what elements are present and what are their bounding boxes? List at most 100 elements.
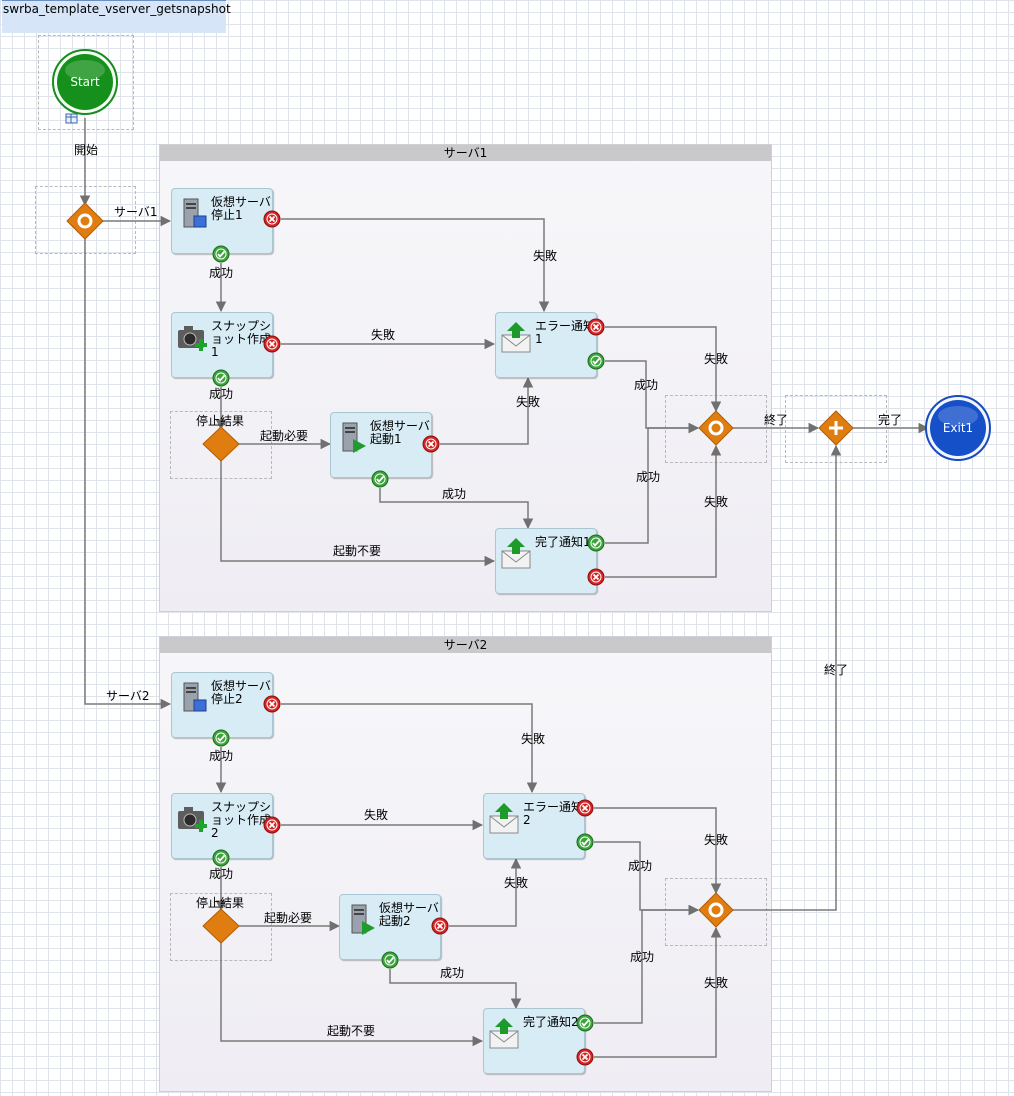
merge-gateway1 (698, 410, 734, 446)
success-port-icon (212, 849, 230, 867)
lane-server1-header: サーバ1 (160, 145, 771, 161)
merge-gateway2 (698, 892, 734, 928)
edge-label-l1-err-ok: 成功 (634, 378, 659, 392)
edge-label-l2-stop-fail: 失敗 (521, 732, 546, 746)
edge-l2-done-fail (594, 926, 722, 1058)
edge-label-l2-start-ok: 成功 (440, 966, 465, 980)
edge-l2-stop-fail (281, 703, 538, 794)
task-snapshot2[interactable]: スナップショット作成2 (171, 793, 273, 859)
edge-label-l2-err-fail: 失敗 (704, 833, 729, 847)
failure-port-icon (587, 318, 605, 336)
edge-l2-end (733, 444, 842, 911)
success-port-icon (576, 833, 594, 851)
failure-port-icon (263, 695, 281, 713)
task-label: スナップショット作成2 (211, 800, 272, 840)
edge-label-l2-snap-ok: 成功 (209, 867, 234, 881)
server-stop-icon (183, 682, 207, 712)
edge-l1-no-start (220, 461, 496, 567)
camera-add-icon (178, 807, 207, 832)
start-node-frame (38, 35, 134, 130)
success-port-icon (371, 470, 389, 488)
edge-l1-stop-fail (281, 218, 550, 313)
edge-l1-done-fail (605, 444, 722, 578)
edge-l1-err-fail (605, 326, 722, 413)
task-stop-server2[interactable]: 仮想サーバ停止2 (171, 672, 273, 738)
server-start-icon (342, 422, 366, 453)
edge-l1-done-ok (605, 422, 700, 544)
task-start-server2[interactable]: 仮想サーバ起動2 (339, 894, 441, 960)
task-label: 完了通知2 (523, 1015, 579, 1029)
diagram-title-bar: swrba_template_vserver_getsnapshot (2, 0, 231, 33)
decision1-label: 停止結果 (196, 414, 245, 428)
start-node-label[interactable]: Start (70, 75, 100, 89)
task-snapshot1[interactable]: スナップショット作成1 (171, 312, 273, 378)
failure-port-icon (263, 210, 281, 228)
server-start-icon (351, 904, 375, 935)
server-stop-icon (183, 198, 207, 228)
edge-label-complete: 完了 (878, 413, 903, 427)
edge-label-l1-done-ok: 成功 (636, 470, 661, 484)
edge-label-to-lane2: サーバ2 (106, 689, 150, 703)
edge-label-l2-err-ok: 成功 (628, 859, 653, 873)
success-port-icon (576, 1014, 594, 1032)
edge-label-l2-need-start: 起動必要 (264, 911, 313, 925)
failure-port-icon (431, 917, 449, 935)
task-label: 仮想サーバ停止2 (211, 679, 271, 706)
mail-send-icon (489, 803, 519, 834)
success-port-icon (587, 352, 605, 370)
decision2-gateway (202, 908, 240, 944)
exit-node-label[interactable]: Exit1 (942, 421, 974, 435)
edge-to-lane2 (84, 238, 172, 710)
mail-send-icon (501, 322, 531, 353)
edge-l2-start-fail (449, 857, 522, 927)
task-label: エラー通知2 (523, 800, 584, 827)
edge-label-l1-stop-ok: 成功 (209, 266, 234, 280)
task-label: 仮想サーバ起動2 (379, 901, 439, 928)
edge-label-to-lane1: サーバ1 (114, 205, 158, 219)
failure-port-icon (263, 816, 281, 834)
edge-label-l1-end: 終了 (764, 413, 789, 427)
task-error-notify2[interactable]: エラー通知2 (483, 793, 585, 859)
camera-add-icon (178, 326, 207, 351)
task-complete-notify1[interactable]: 完了通知1 (495, 528, 597, 594)
task-complete-notify2[interactable]: 完了通知2 (483, 1008, 585, 1074)
edge-label-l1-done-fail: 失敗 (704, 495, 729, 509)
edge-l1-start-ok (379, 488, 534, 530)
failure-port-icon (576, 1048, 594, 1066)
failure-port-icon (587, 568, 605, 586)
diagram-title: swrba_template_vserver_getsnapshot (3, 2, 231, 16)
edge-label-l1-start-ok: 成功 (442, 487, 467, 501)
task-label: エラー通知1 (535, 319, 596, 346)
edge-l2-start-ok (389, 969, 522, 1010)
edge-l1-start-fail (440, 376, 534, 445)
lane-server2-header: サーバ2 (160, 637, 771, 653)
task-label: 仮想サーバ停止1 (211, 195, 271, 222)
edge-label-l1-stop-fail: 失敗 (533, 249, 558, 263)
success-port-icon (587, 534, 605, 552)
edge-label-begin: 開始 (74, 143, 99, 157)
edge-label-l1-snap-fail: 失敗 (371, 328, 396, 342)
decision1-gateway (202, 426, 240, 462)
task-label: 仮想サーバ起動1 (370, 419, 430, 446)
start-node-circle (57, 54, 113, 110)
edge-label-l2-stop-ok: 成功 (209, 749, 234, 763)
edge-label-l2-done-fail: 失敗 (704, 976, 729, 990)
task-stop-server1[interactable]: 仮想サーバ停止1 (171, 188, 273, 254)
edge-label-l2-start-fail: 失敗 (504, 876, 529, 890)
success-port-icon (212, 245, 230, 263)
task-start-server1[interactable]: 仮想サーバ起動1 (330, 412, 432, 478)
decision2-label: 停止結果 (196, 896, 245, 910)
task-label: 完了通知1 (535, 535, 591, 549)
task-error-notify1[interactable]: エラー通知1 (495, 312, 597, 378)
edge-label-l1-need-start: 起動必要 (260, 429, 309, 443)
success-port-icon (212, 369, 230, 387)
success-port-icon (381, 951, 399, 969)
edge-l2-done-ok (594, 904, 700, 1024)
mail-send-icon (501, 538, 531, 569)
failure-port-icon (263, 335, 281, 353)
edge-label-l1-start-fail: 失敗 (516, 395, 541, 409)
edge-label-l2-snap-fail: 失敗 (364, 808, 389, 822)
edge-label-l1-err-fail: 失敗 (704, 352, 729, 366)
